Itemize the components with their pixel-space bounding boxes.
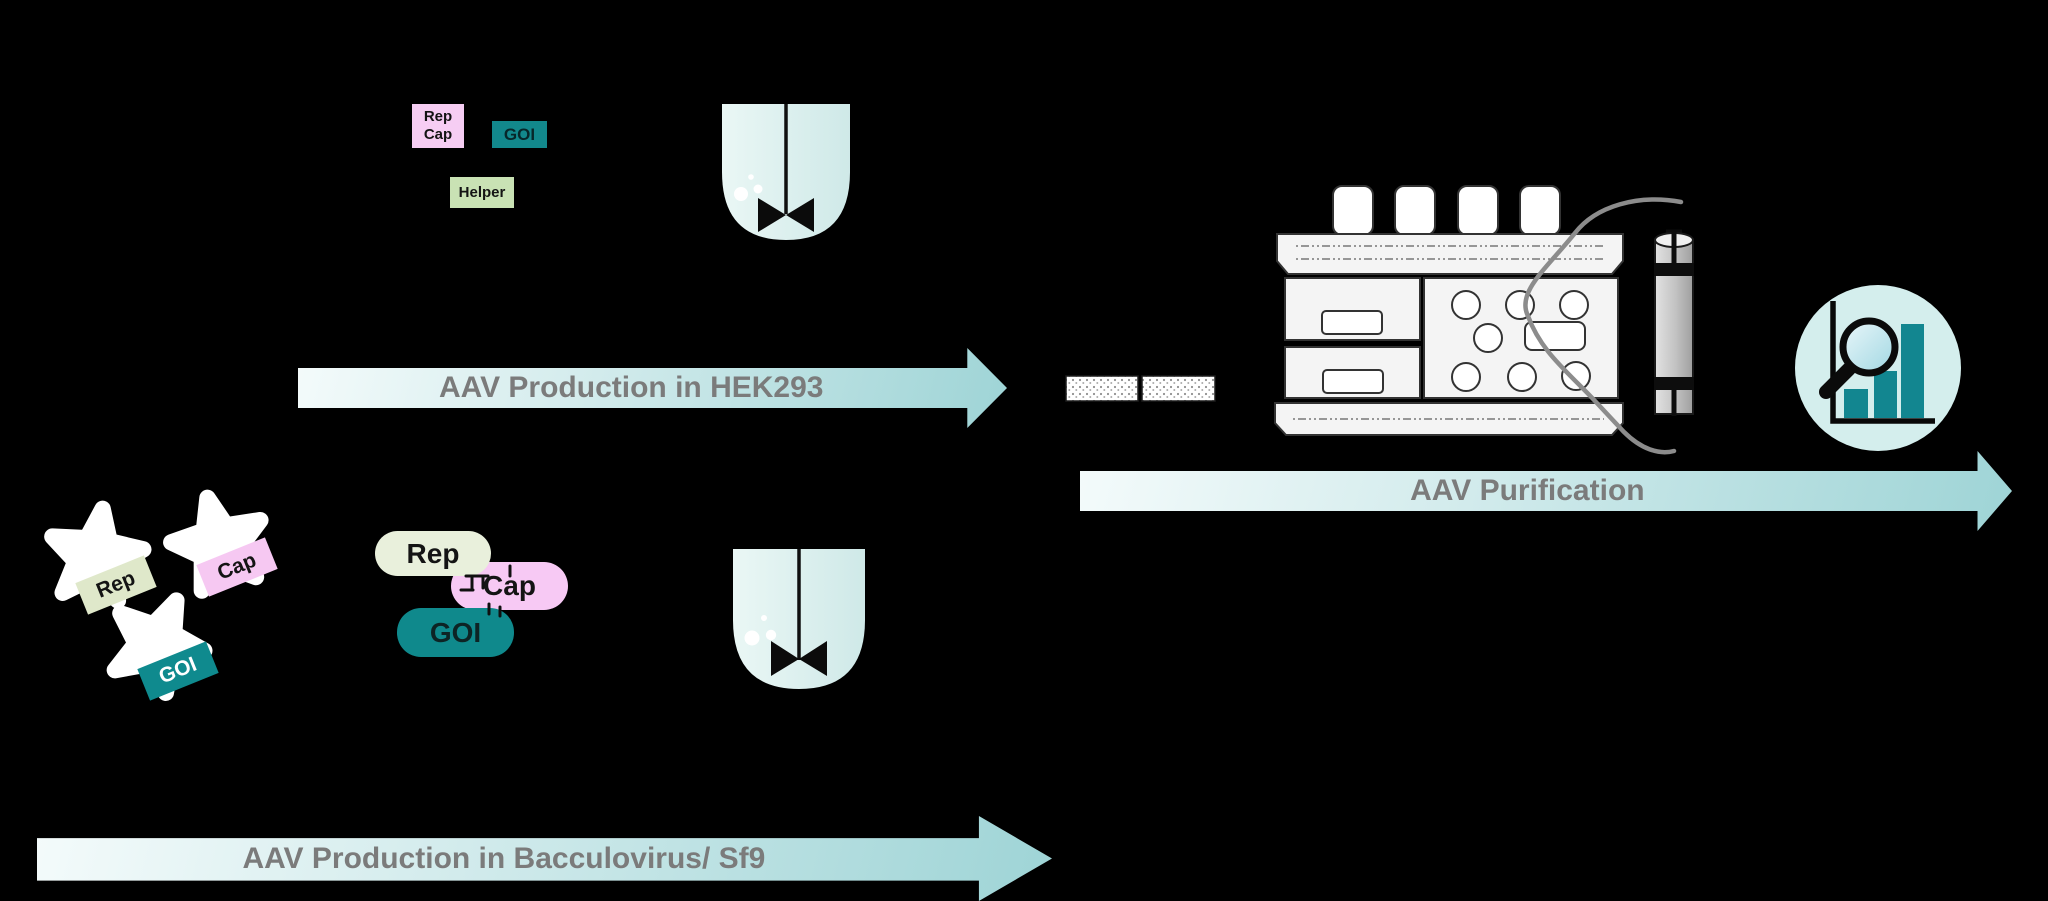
chromatography-column-icon xyxy=(1654,229,1694,416)
chromatography-system-icon xyxy=(1274,185,1624,436)
rep-cap-line1: Rep xyxy=(423,108,453,125)
tubing-line xyxy=(1523,197,1684,455)
filter-plates-icon xyxy=(1065,375,1216,402)
gene-goi-text: GOI xyxy=(429,616,482,648)
plasmid-helper-label: Helper xyxy=(450,177,514,208)
arrow-purification-label: AAV Purification xyxy=(1410,474,1645,507)
hek-bioreactor-icon xyxy=(722,104,850,240)
gene-rep-text: Rep xyxy=(406,537,460,569)
gene-pill-goi: GOI xyxy=(397,608,514,657)
helper-text: Helper xyxy=(458,184,506,201)
plasmid-goi-label: GOI xyxy=(492,121,547,148)
goi-text: GOI xyxy=(503,124,536,144)
arrow-sf9-label: AAV Production in Bacculovirus/ Sf9 xyxy=(242,841,766,875)
plasmid-rep-cap-label: Rep Cap xyxy=(412,104,464,148)
magnifier-icon xyxy=(1819,317,1899,399)
magnifier-bar-chart-icon xyxy=(1795,285,1961,451)
rep-cap-line2: Cap xyxy=(423,126,453,143)
gene-pill-rep: Rep xyxy=(375,531,491,576)
sf9-bioreactor-icon xyxy=(733,549,865,689)
arrow-hek-label: AAV Production in HEK293 xyxy=(438,371,824,404)
gene-cap-text: Cap xyxy=(483,570,536,601)
